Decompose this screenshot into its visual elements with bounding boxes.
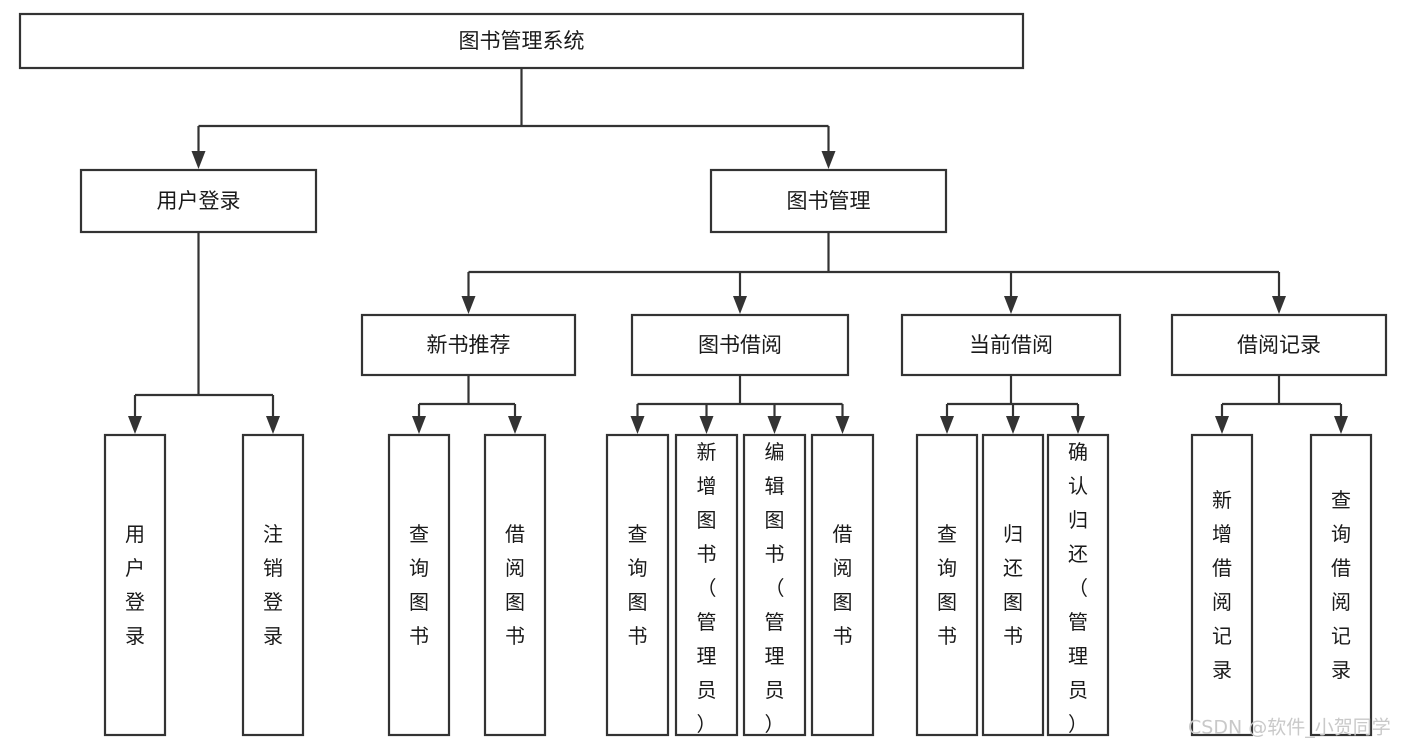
node-box-book-borrow[interactable] [630,313,850,377]
arrow-head-icon [1006,416,1020,434]
arrow-head-icon [461,296,476,314]
node-borrow-record[interactable]: 借阅记录 [1170,313,1388,377]
node-leaf-add-borrow-record[interactable]: 新增借阅记录 [1190,433,1254,737]
node-box-leaf-edit-book-admin[interactable] [742,433,807,737]
node-label-leaf-add-borrow-record: 新增借阅记录 [1212,488,1232,682]
node-box-leaf-add-book-admin[interactable] [674,433,739,737]
node-leaf-borrow-book-1[interactable]: 借阅图书 [483,433,547,737]
node-label-root: 图书管理系统 [459,29,585,53]
node-label-leaf-borrow-book-1: 借阅图书 [505,522,525,648]
node-leaf-query-book-3[interactable]: 查询图书 [915,433,979,737]
node-box-leaf-query-book-1[interactable] [387,433,451,737]
node-box-leaf-logout-login[interactable] [241,433,305,737]
node-label-leaf-query-book-3: 查询图书 [937,522,957,648]
node-leaf-borrow-book-2[interactable]: 借阅图书 [810,433,875,737]
node-label-leaf-borrow-book-2: 借阅图书 [833,522,853,648]
csdn-watermark: CSDN @软件_小贺同学 [1188,717,1391,739]
node-leaf-confirm-return-admin[interactable]: 确认归还（管理员） [1046,433,1110,737]
connector-layer [128,68,1348,434]
node-label-book-manage: 图书管理 [787,189,871,213]
node-label-user-login: 用户登录 [157,189,241,213]
node-root[interactable]: 图书管理系统 [18,12,1025,70]
node-box-new-book-recommend[interactable] [360,313,577,377]
node-leaf-add-book-admin[interactable]: 新增图书（管理员） [674,433,739,737]
arrow-head-icon [1071,416,1085,434]
node-box-leaf-user-login[interactable] [103,433,167,737]
connector-group [1215,375,1348,434]
connector-group [630,375,850,434]
node-box-leaf-confirm-return-admin[interactable] [1046,433,1110,737]
node-label-leaf-return-book: 归还图书 [1003,522,1023,648]
node-box-leaf-return-book[interactable] [981,433,1045,737]
connector-group [461,232,1286,314]
arrow-head-icon [821,151,836,169]
connector-group [412,375,522,434]
node-label-leaf-confirm-return-admin: 确认归还（管理员） [1068,440,1088,736]
node-leaf-query-book-1[interactable]: 查询图书 [387,433,451,737]
node-label-current-borrow: 当前借阅 [969,333,1053,357]
arrow-head-icon [128,416,142,434]
node-box-leaf-query-borrow-record[interactable] [1309,433,1373,737]
node-label-new-book-recommend: 新书推荐 [427,333,511,357]
arrow-head-icon [940,416,954,434]
node-box-book-manage[interactable] [709,168,948,234]
connector-group [191,68,836,169]
node-box-leaf-borrow-book-2[interactable] [810,433,875,737]
node-box-root[interactable] [18,12,1025,70]
node-label-leaf-logout-login: 注销登录 [263,522,283,648]
connector-group [940,375,1085,434]
node-leaf-logout-login[interactable]: 注销登录 [241,433,305,737]
node-label-leaf-query-book-1: 查询图书 [409,522,429,648]
node-leaf-edit-book-admin[interactable]: 编辑图书（管理员） [742,433,807,737]
node-label-leaf-edit-book-admin: 编辑图书（管理员） [765,440,785,736]
node-label-leaf-query-book-2: 查询图书 [628,522,648,648]
arrow-head-icon [733,296,747,314]
node-label-leaf-user-login: 用户登录 [125,522,145,648]
arrow-head-icon [767,416,782,434]
arrow-head-icon [1215,416,1229,434]
node-label-borrow-record: 借阅记录 [1237,333,1321,357]
node-leaf-query-book-2[interactable]: 查询图书 [605,433,670,737]
node-label-leaf-query-borrow-record: 查询借阅记录 [1331,488,1351,682]
node-current-borrow[interactable]: 当前借阅 [900,313,1122,377]
node-leaf-user-login[interactable]: 用户登录 [103,433,167,737]
arrow-head-icon [412,416,426,434]
arrow-head-icon [266,416,280,434]
node-leaf-return-book[interactable]: 归还图书 [981,433,1045,737]
arrow-head-icon [835,416,850,434]
arrow-head-icon [1004,296,1018,314]
node-label-leaf-add-book-admin: 新增图书（管理员） [697,440,717,736]
node-label-book-borrow: 图书借阅 [698,333,782,357]
node-box-current-borrow[interactable] [900,313,1122,377]
arrow-head-icon [508,416,522,434]
connector-group [128,232,280,434]
node-book-borrow[interactable]: 图书借阅 [630,313,850,377]
node-box-leaf-query-book-3[interactable] [915,433,979,737]
node-box-leaf-add-borrow-record[interactable] [1190,433,1254,737]
node-book-manage[interactable]: 图书管理 [709,168,948,234]
arrow-head-icon [191,151,206,169]
arrow-head-icon [1334,416,1348,434]
node-new-book-recommend[interactable]: 新书推荐 [360,313,577,377]
node-box-user-login[interactable] [79,168,318,234]
node-box-leaf-borrow-book-1[interactable] [483,433,547,737]
arrow-head-icon [1272,296,1286,314]
node-user-login[interactable]: 用户登录 [79,168,318,234]
node-box-borrow-record[interactable] [1170,313,1388,377]
node-layer: 图书管理系统用户登录图书管理新书推荐图书借阅当前借阅借阅记录用户登录注销登录查询… [18,12,1388,737]
arrow-head-icon [630,416,645,434]
arrow-head-icon [699,416,714,434]
node-box-leaf-query-book-2[interactable] [605,433,670,737]
node-leaf-query-borrow-record[interactable]: 查询借阅记录 [1309,433,1373,737]
